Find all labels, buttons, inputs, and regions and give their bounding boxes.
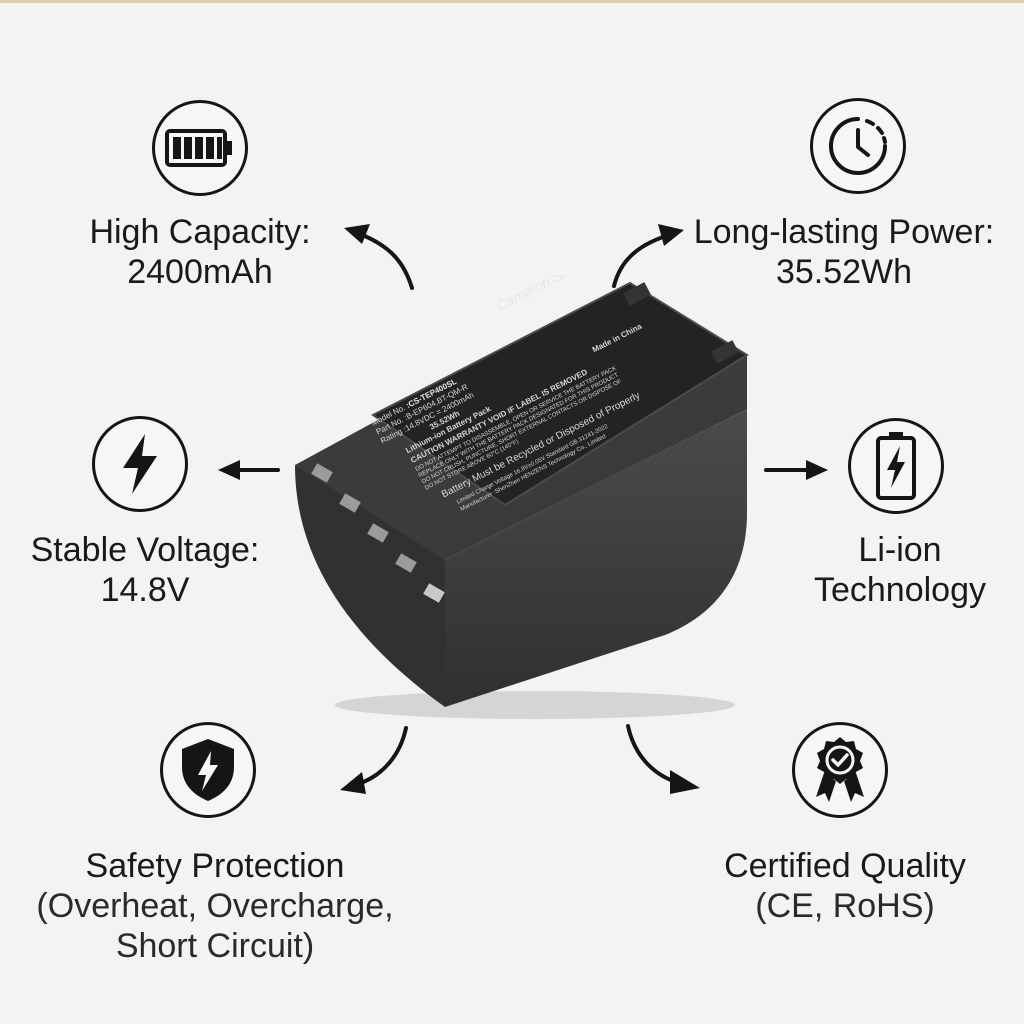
shield-bolt-icon bbox=[160, 722, 256, 818]
battery-terminals bbox=[311, 463, 445, 603]
safety-feature: Safety Protection (Overheat, Overcharge,… bbox=[30, 846, 400, 966]
liion-feature: Li-ion Technology bbox=[780, 530, 1020, 610]
safety-line2: (Overheat, Overcharge, bbox=[36, 887, 394, 925]
arrow-to-power bbox=[612, 224, 684, 288]
capacity-title: High Capacity: bbox=[89, 213, 311, 251]
safety-line3: Short Circuit) bbox=[115, 927, 315, 965]
lightning-bolt-icon bbox=[92, 416, 188, 512]
certified-title: Certified Quality bbox=[724, 847, 966, 885]
arrow-to-capacity bbox=[344, 224, 414, 290]
voltage-feature: Stable Voltage: 14.8V bbox=[0, 530, 290, 610]
arrow-to-voltage bbox=[218, 460, 280, 480]
badge-check-icon bbox=[792, 722, 888, 818]
battery-bolt-icon bbox=[848, 418, 944, 514]
liion-line2: Technology bbox=[813, 571, 986, 609]
capacity-feature: High Capacity: 2400mAh bbox=[50, 212, 350, 292]
battery-pack-image: Cameron Sino Model No. :CS-TEP400SL Part… bbox=[295, 275, 749, 719]
voltage-title: Stable Voltage: bbox=[30, 531, 260, 569]
top-border-line bbox=[0, 0, 1024, 3]
power-title: Long-lasting Power: bbox=[693, 213, 995, 251]
label-brand: Cameron Sino bbox=[494, 275, 581, 314]
certified-line2: (CE, RoHS) bbox=[755, 887, 935, 925]
arrow-to-safety bbox=[340, 726, 408, 794]
power-feature: Long-lasting Power: 35.52Wh bbox=[664, 212, 1024, 292]
voltage-value: 14.8V bbox=[100, 571, 190, 609]
safety-title: Safety Protection bbox=[85, 847, 345, 885]
arrow-to-certified bbox=[626, 724, 700, 794]
certified-feature: Certified Quality (CE, RoHS) bbox=[690, 846, 1000, 926]
battery-full-icon bbox=[152, 100, 248, 196]
arrow-to-liion bbox=[764, 460, 828, 480]
liion-line1: Li-ion bbox=[858, 531, 942, 569]
clock-icon bbox=[810, 98, 906, 194]
capacity-value: 2400mAh bbox=[127, 253, 273, 291]
power-value: 35.52Wh bbox=[775, 253, 913, 291]
